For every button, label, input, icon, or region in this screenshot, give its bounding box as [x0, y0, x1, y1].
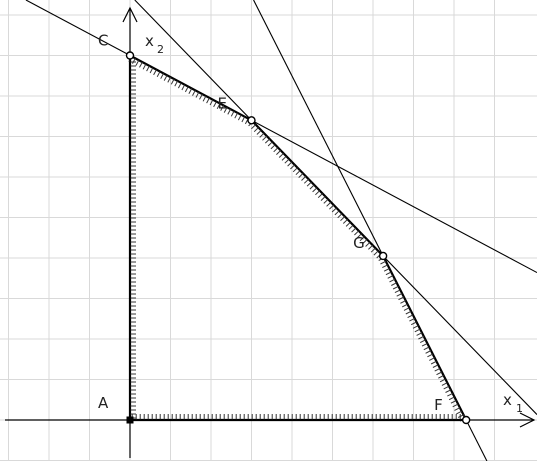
line-1	[25, 0, 537, 274]
vertex-c-marker	[125, 51, 135, 60]
region-hatch	[128, 56, 249, 125]
vertex-a-label: A	[98, 394, 109, 412]
vertex-c-label: C	[98, 32, 108, 50]
vertex-f-marker	[461, 415, 471, 425]
axes: x 1 x 2	[5, 6, 536, 458]
vertex-g-label: G	[353, 234, 365, 252]
y-axis-arrow-icon	[122, 6, 138, 23]
vertices: A C E G F	[98, 32, 471, 425]
x-axis-arrow-icon	[519, 412, 536, 428]
region-edge	[382, 255, 468, 421]
y-axis-label-subscript: 2	[157, 43, 164, 56]
feasible-region-hatching	[128, 54, 468, 422]
region-edge	[129, 54, 253, 122]
constraint-lines	[25, 0, 537, 462]
vertex-g-marker	[378, 251, 388, 261]
x-axis-label: x	[503, 391, 512, 409]
vertex-e-marker	[247, 116, 256, 125]
y-axis-label: x	[145, 32, 154, 50]
vertex-a-marker	[126, 416, 134, 424]
vertex-e-label: E	[218, 94, 227, 112]
x-axis-label-subscript: 1	[516, 402, 523, 415]
vertex-f-label: F	[434, 396, 443, 414]
